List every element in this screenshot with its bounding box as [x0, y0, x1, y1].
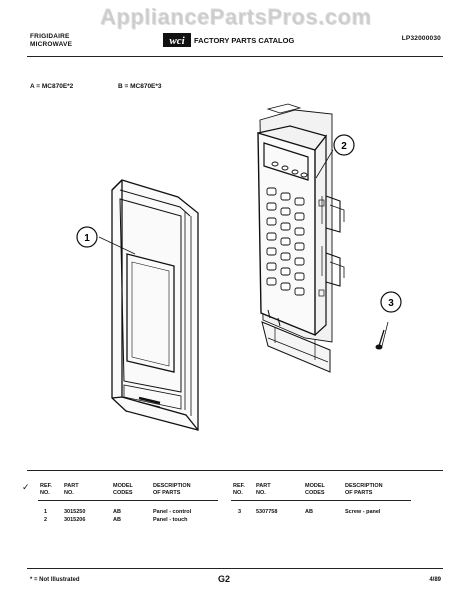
svg-text:3: 3	[388, 298, 394, 309]
ref-cell: 2	[44, 517, 48, 523]
footer-rule	[27, 568, 443, 569]
corner-check-icon: ✓	[22, 482, 30, 492]
catalog-date: 4/89	[429, 577, 441, 583]
model-a: A = MC870E*2	[30, 83, 74, 90]
part-cell: 3015206	[64, 517, 86, 523]
desc-cell: Screw - panel	[345, 509, 381, 515]
catalog-number: LP32000030	[401, 35, 441, 42]
codes-cell: AB	[113, 509, 121, 515]
ref-cell: 3	[238, 509, 242, 515]
callout-3: 3	[380, 291, 402, 313]
desc-cell: Panel - touch	[153, 517, 188, 523]
svg-text:1: 1	[84, 233, 90, 244]
model-b: B = MC870E*3	[118, 83, 162, 90]
exploded-diagram: 1 2 3	[76, 103, 402, 431]
screw-part	[375, 321, 389, 350]
part-cell: 5307758	[256, 509, 278, 515]
not-illustrated-note: * = Not Illustrated	[30, 577, 80, 583]
leader-line	[315, 149, 334, 179]
header-underline-left	[38, 500, 218, 501]
ref-cell: 1	[44, 509, 48, 515]
leader-line	[98, 236, 136, 255]
touch-panel-part	[257, 103, 345, 373]
brand-block: FRIGIDAIRE MICROWAVE	[30, 33, 72, 49]
header-underline-right	[231, 500, 411, 501]
codes-cell: AB	[305, 509, 313, 515]
control-panel-part	[111, 179, 199, 431]
callout-2: 2	[333, 134, 355, 156]
table-top-rule	[27, 470, 443, 471]
codes-cell: AB	[113, 517, 121, 523]
desc-cell: Panel - control	[153, 509, 192, 515]
svg-text:wci: wci	[169, 35, 185, 47]
wci-logo-icon: wci	[163, 33, 191, 47]
svg-text:2: 2	[341, 141, 347, 152]
callout-1: 1	[76, 226, 98, 248]
page-code: G2	[218, 574, 231, 584]
brand-name: FRIGIDAIRE	[30, 33, 70, 40]
catalog-title-block: wci FACTORY PARTS CATALOG	[163, 32, 294, 48]
watermark: AppliancePartsPros.com	[99, 4, 372, 29]
ref-no-header-left: REF.NO.	[40, 483, 52, 496]
product-line: MICROWAVE	[30, 41, 73, 48]
ref-no-header-right: REF.NO.	[233, 483, 245, 496]
part-cell: 3015250	[64, 509, 86, 515]
catalog-title: FACTORY PARTS CATALOG	[194, 35, 295, 45]
header-rule	[27, 56, 443, 57]
